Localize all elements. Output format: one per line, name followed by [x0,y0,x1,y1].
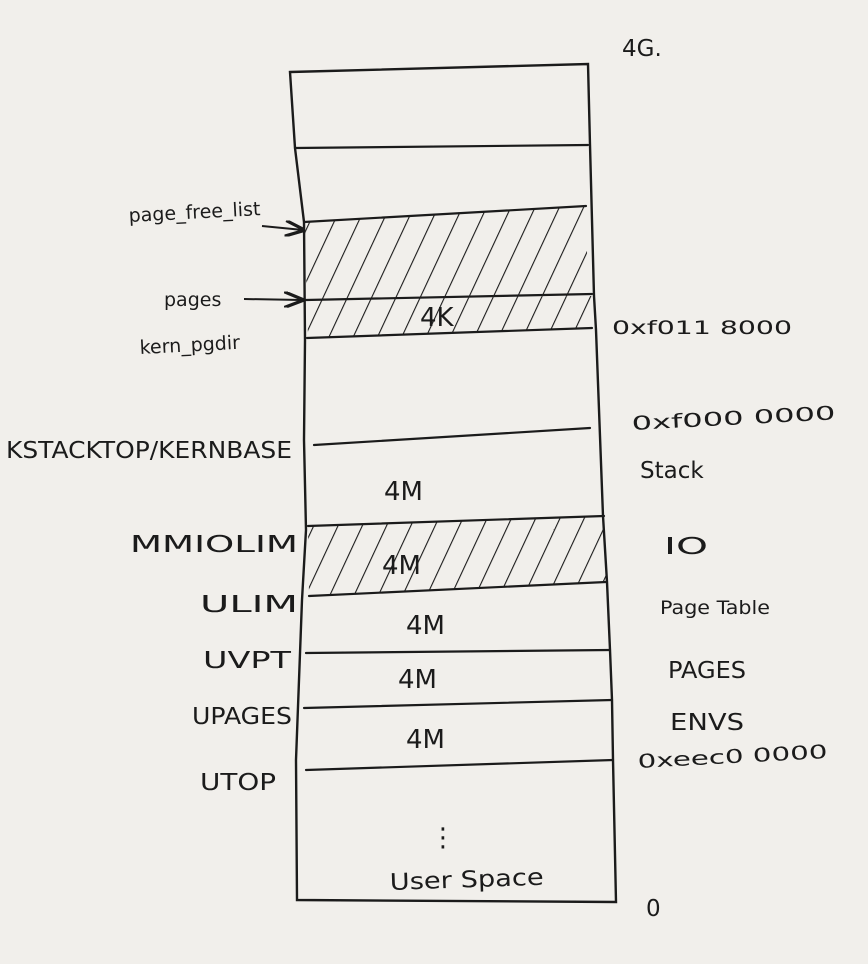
pages-arrow [243,299,302,300]
divider-pages [304,292,594,302]
label-ulim: ULIM [200,592,298,618]
io-size-label: 4M [382,551,421,581]
pages-size-label: 4M [398,665,437,695]
label-stack: Stack [640,458,704,484]
divider-top [293,143,590,150]
memory-column [288,62,618,904]
divider-kernbase [312,426,592,447]
user-space-label: User Space [389,865,544,896]
ellipsis-marker: ⋮ [430,823,456,853]
label-pages: pages [164,289,221,311]
label-upages: UPAGES [192,704,292,730]
stack-size-label: 4M [384,477,423,507]
label-page-table: Page Table [660,597,770,619]
divider-page-free-list [302,204,588,224]
label-pages-region: PAGES [668,658,746,684]
divider-utop [304,758,615,772]
divider-ulim [307,580,608,598]
divider-uvpt [304,648,612,655]
divider-upages [302,698,614,710]
divider-kern-pgdir [305,326,594,340]
envs-size-label: 4M [406,725,445,755]
page-free-list-region [304,206,588,300]
label-uvpt: UVPT [203,648,292,674]
label-addr-kernbase: 0xf000 0000 [631,402,836,435]
label-addr-kern-pgdir: 0xf011 8000 [612,317,792,339]
label-kern-pgdir: kern_pgdir [139,332,241,359]
divider-mmiolim [306,514,606,528]
page-free-list-arrow [261,226,303,230]
kern-pgdir-region [307,296,592,338]
kern-pgdir-size-label: 4K [420,303,455,333]
region-dividers [293,143,615,772]
bottom-label: 0 [646,896,661,922]
label-utop: UTOP [200,770,276,796]
label-kstacktop-kernbase: KSTACKTOP/KERNBASE [6,438,292,464]
page-table-size-label: 4M [406,611,445,641]
label-mmiolim: MMIOLIM [130,532,298,558]
label-envs: ENVS [670,710,744,736]
label-addr-utop: 0xeec0 0000 [637,741,828,773]
label-page-free-list: page_free_list [128,198,261,227]
top-label: 4G. [622,36,662,62]
io-region [308,516,606,596]
label-io: IO [664,534,708,560]
